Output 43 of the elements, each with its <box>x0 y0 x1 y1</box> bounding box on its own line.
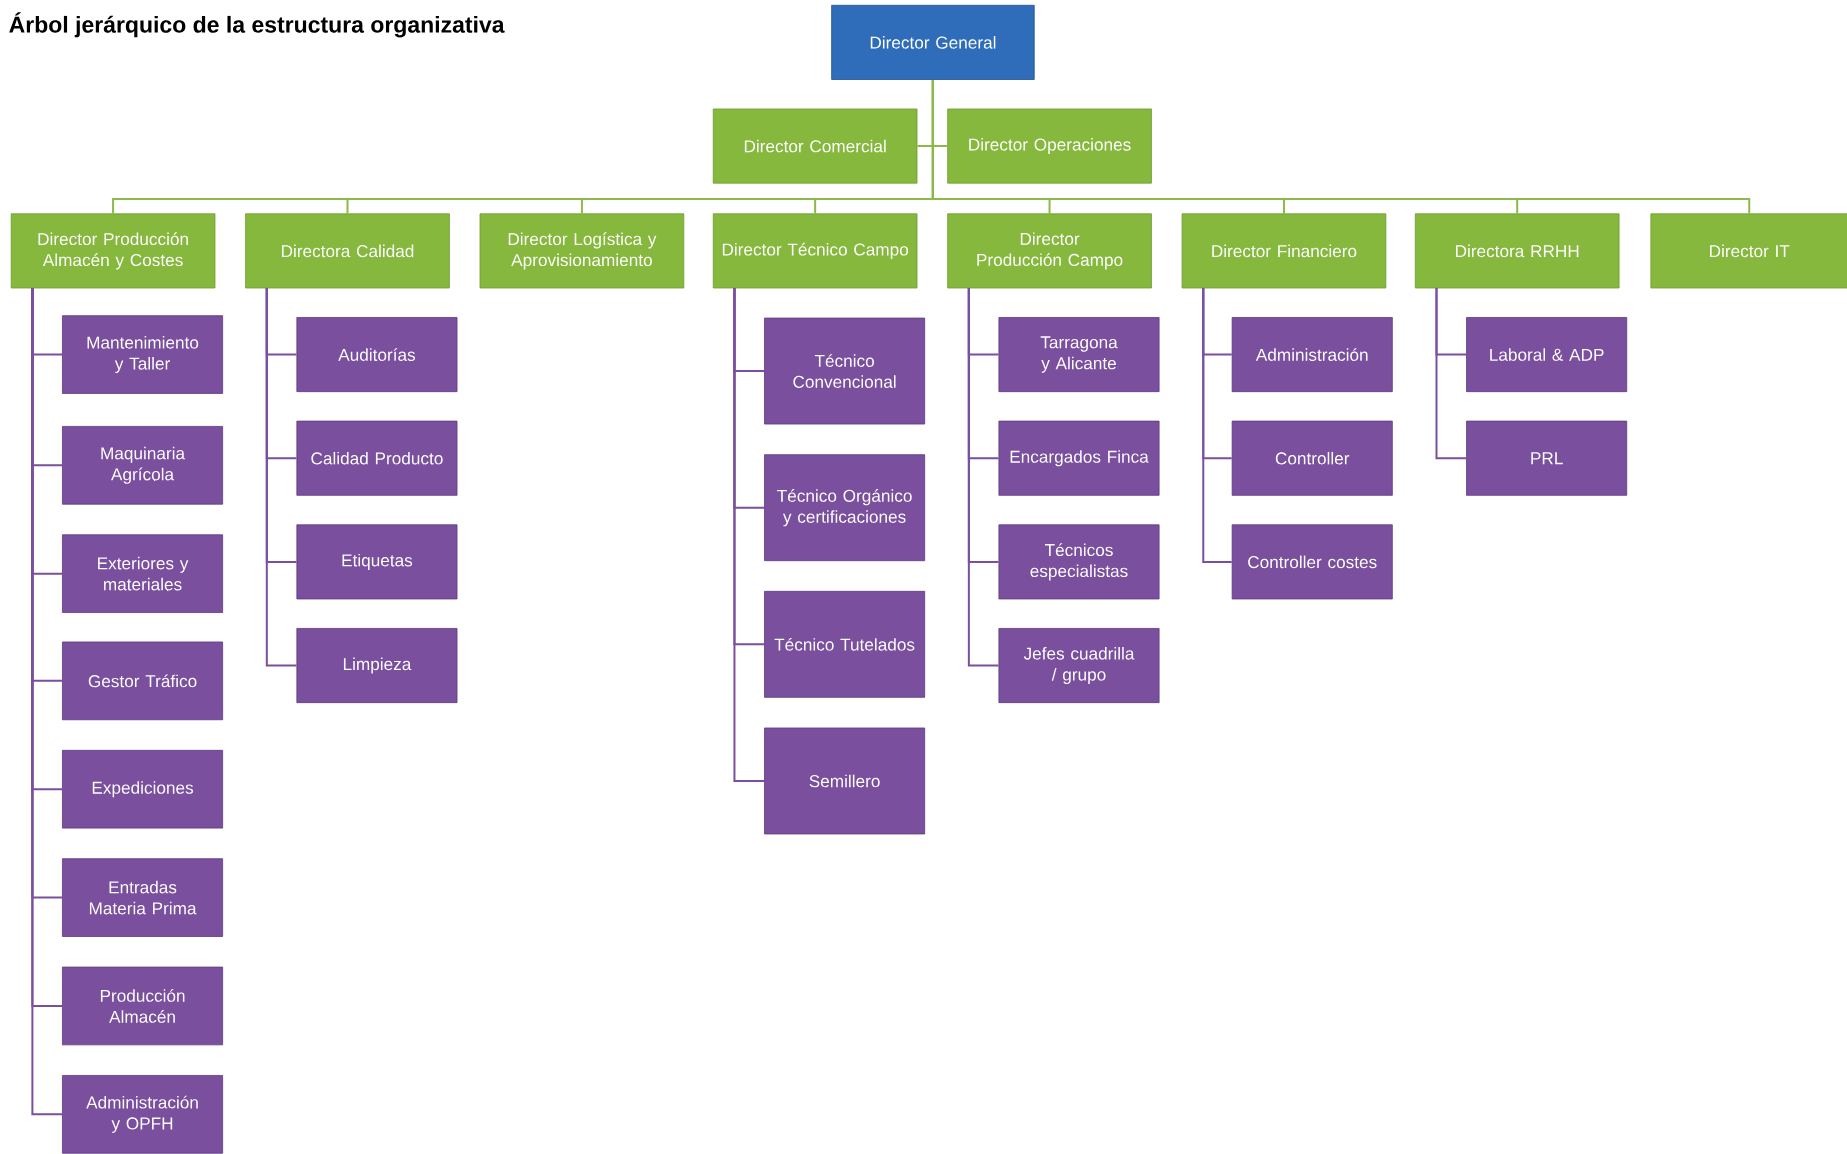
connector-line <box>1435 286 1468 460</box>
unit-box: Maquinaria Agrícola <box>62 425 224 505</box>
unit-box: Exteriores y materiales <box>62 534 224 613</box>
unit-box: Auditorías <box>296 316 458 392</box>
unit-box: Mantenimiento y Taller <box>62 315 224 394</box>
department-box: Directora Calidad <box>245 213 450 289</box>
unit-box: Laboral & ADP <box>1466 316 1628 392</box>
unit-box: Limpieza <box>296 627 458 703</box>
department-box: Director Operaciones <box>947 108 1152 184</box>
connector-line <box>931 78 1751 215</box>
director-box: Director General <box>831 4 1035 80</box>
department-box: Director Financiero <box>1181 213 1387 289</box>
unit-box: Administración <box>1231 316 1393 392</box>
department-box: Director Técnico Campo <box>712 213 918 289</box>
unit-box: Calidad Producto <box>296 420 458 496</box>
connector-line <box>1202 286 1233 563</box>
department-box: Director Comercial <box>712 108 918 184</box>
department-box: Directora RRHH <box>1414 213 1620 289</box>
title: Árbol jerárquico de la estructura organizativa <box>9 12 505 38</box>
unit-box: Etiquetas <box>296 524 458 600</box>
connector-line <box>733 286 766 782</box>
unit-box: Entradas Materia Prima <box>62 858 224 937</box>
unit-box: Tarragona y Alicante <box>998 316 1160 392</box>
unit-box: Técnico Orgánico y certificaciones <box>764 454 926 561</box>
unit-box: Técnico Tutelados <box>764 590 926 698</box>
unit-box: Semillero <box>764 727 926 835</box>
unit-box: Técnico Convencional <box>764 317 926 425</box>
unit-box: Gestor Tráfico <box>62 641 224 720</box>
department-box: Director Producción Almacén y Costes <box>10 213 216 289</box>
unit-box: Controller <box>1231 420 1393 496</box>
connector-line <box>265 286 298 667</box>
unit-box: Controller costes <box>1231 524 1393 600</box>
unit-box: Jefes cuadrilla / grupo <box>998 627 1160 703</box>
connector-line <box>967 286 1000 667</box>
department-box: Director Logística y Aprovisionamiento <box>479 213 685 289</box>
unit-box: Producción Almacén <box>62 966 224 1046</box>
unit-box: Encargados Finca <box>998 420 1160 496</box>
unit-box: PRL <box>1466 420 1628 496</box>
unit-box: Administración y OPFH <box>62 1074 224 1154</box>
unit-box: Expediciones <box>62 749 224 829</box>
department-box: Director Producción Campo <box>947 213 1152 289</box>
unit-box: Técnicos especialistas <box>998 524 1160 600</box>
department-box: Director IT <box>1650 213 1847 289</box>
